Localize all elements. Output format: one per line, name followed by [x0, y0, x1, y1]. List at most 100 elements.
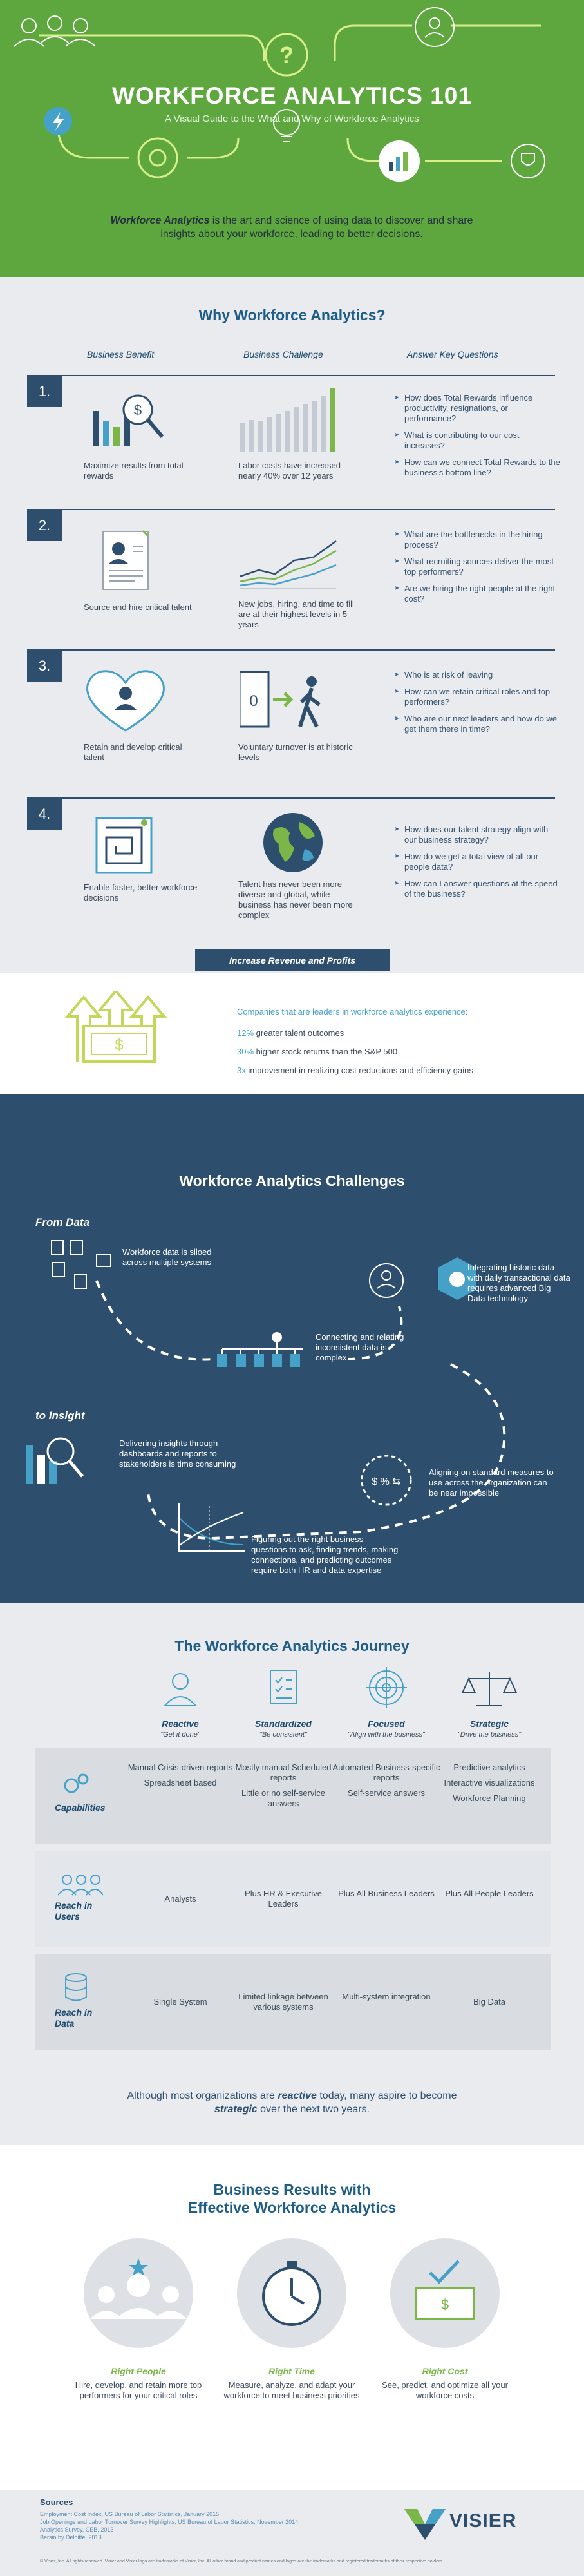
challenges-section: Workforce Analytics Challenges From Data… [0, 1094, 584, 1603]
sources-list: Employment Cost Index, US Bureau of Labo… [40, 2510, 349, 2541]
cell-line: Predictive analytics [453, 1762, 525, 1772]
question-item: How can we connect Total Rewards to the … [394, 457, 561, 478]
summary-part: over the next two years. [257, 2104, 370, 2115]
cell-line: Analysts [164, 1894, 196, 1903]
question-list: Who is at risk of leaving How can we ret… [394, 670, 561, 741]
challenge-item: Integrating historic data with daily tra… [467, 1263, 570, 1303]
result-title: Right Time [268, 2366, 316, 2376]
journey-cell: Big Data [435, 1997, 544, 2012]
question-item: How does Total Rewards influence product… [394, 393, 561, 424]
right-people-icon [84, 2238, 193, 2348]
result-desc: Hire, develop, and retain more top perfo… [75, 2380, 202, 2400]
challenge-text: Talent has never been more diverse and g… [238, 879, 353, 920]
stage-name: Focused [368, 1719, 405, 1729]
challenge-text: New jobs, hiring, and time to fill are a… [238, 599, 354, 629]
results-title-line: Effective Workforce Analytics [187, 2199, 397, 2216]
stage-focused: Focused"Align with the business" [332, 1719, 441, 1739]
source-item: Job Openings and Labor Turnover Survey H… [40, 2519, 299, 2525]
person-leaving-door-icon: 0 [240, 671, 321, 728]
journey-section: The Workforce Analytics Journey Reactive… [0, 1603, 584, 2145]
stat-line: 30% higher stock returns than the S&P 50… [237, 1047, 397, 1056]
cell-line: Multi-system integration [342, 1992, 431, 2001]
stage-standardized: Standardized"Be consistent" [229, 1719, 338, 1739]
cell-line: Mostly manual Scheduled reports [235, 1762, 332, 1782]
journey-summary: Although most organizations are reactive… [0, 2089, 584, 2116]
people-icon [14, 15, 96, 47]
page-title: WORKFORCE ANALYTICS 101 [112, 82, 472, 109]
cell-line: Spreadsheet based [144, 1778, 217, 1788]
col-questions: Answer Key Questions [407, 349, 498, 359]
benefit-text: Source and hire critical talent [84, 602, 192, 612]
source-item: Bersin by Deloitte, 2013 [40, 2534, 102, 2541]
stat-line: 12% greater talent outcomes [237, 1028, 344, 1038]
gear-icon [137, 137, 178, 178]
svg-text:$: $ [441, 2296, 449, 2313]
measures-icon: $ % ⇆ [361, 1455, 412, 1506]
summary-part: Although most organizations are [127, 2090, 278, 2101]
intro-bold: Workforce Analytics [110, 215, 210, 226]
question-list: How does Total Rewards influence product… [394, 393, 561, 484]
resume-icon [102, 530, 149, 590]
stage-name: Strategic [470, 1719, 509, 1729]
maze-icon [95, 817, 153, 874]
intro-rest: is the art and science of using data to … [160, 215, 473, 240]
question-item: How can we retain critical roles and top… [394, 687, 561, 707]
stage-sub: "Be consistent" [259, 1731, 307, 1739]
challenge-text: Labor costs have increased nearly 40% ov… [238, 461, 341, 481]
chart-icon [379, 140, 420, 182]
stage-icons [163, 1667, 518, 1708]
challenge-item: Aligning on standard measures to use acr… [429, 1467, 554, 1498]
to-insight-label: to Insight [35, 1409, 85, 1422]
cell-line: Big Data [473, 1997, 505, 2007]
cell-line: Workforce Planning [453, 1793, 526, 1803]
challenge-item: Delivering insights through dashboards a… [119, 1438, 236, 1469]
cell-line: Little or no self-service answers [241, 1788, 326, 1808]
magnifier-chart-icon: $ [93, 394, 164, 446]
svg-text:$ % ⇆: $ % ⇆ [372, 1476, 400, 1487]
row-label: Reach in Data [55, 2007, 93, 2028]
question-item: What is contributing to our cost increas… [394, 430, 561, 451]
row-divider [27, 649, 555, 651]
stat-value: 12% [237, 1028, 254, 1038]
svg-text:$: $ [134, 402, 142, 418]
intro-text: Workforce Analytics is the art and scien… [99, 214, 485, 241]
why-section: Why Workforce Analytics? Business Benefi… [0, 277, 584, 973]
sources-title: Sources [40, 2497, 73, 2507]
benefit-text: Retain and develop critical talent [84, 742, 182, 762]
journey-title: The Workforce Analytics Journey [174, 1637, 410, 1654]
journey-cell: Multi-system integration [332, 1992, 441, 2007]
question-item: Are we hiring the right people at the ri… [394, 584, 561, 604]
stage-reactive: Reactive"Get it done" [126, 1719, 235, 1739]
challenges-path-illustration: $ % ⇆ [26, 1240, 506, 1552]
cell-line: Plus All Business Leaders [338, 1889, 435, 1898]
database-icon [65, 1973, 87, 2001]
stat-text: higher stock returns than the S&P 500 [254, 1047, 398, 1056]
row-divider [27, 375, 555, 376]
question-icon: ? [265, 33, 308, 77]
target-icon [366, 1667, 407, 1708]
result-title: Right Cost [422, 2366, 468, 2376]
stat-line: 3x improvement in realizing cost reducti… [237, 1065, 473, 1075]
result-title: Right People [111, 2366, 166, 2376]
journey-cell: Plus All Business Leaders [332, 1889, 441, 1904]
cell-line: Limited linkage between various systems [238, 1992, 328, 2012]
stat-value: 30% [237, 1047, 254, 1056]
journey-cell: Analysts [126, 1894, 235, 1909]
page-subtitle: A Visual Guide to the What and Why of Wo… [165, 113, 419, 124]
question-item: Who is at risk of leaving [394, 670, 561, 680]
question-item: How do we get a total view of all our pe… [394, 852, 561, 872]
trophy-icon [511, 144, 545, 178]
question-list: What are the bottlenecks in the hiring p… [394, 530, 561, 611]
challenge-item: Figuring out the right business question… [251, 1534, 399, 1575]
linked-databases-icon [217, 1332, 303, 1367]
heart-person-icon [86, 670, 165, 732]
journey-cell: Single System [126, 1997, 235, 2012]
row-number: 4. [27, 799, 62, 830]
results-icons: $ [84, 2238, 500, 2348]
col-benefit: Business Benefit [87, 349, 155, 359]
cell-line: Self-service answers [348, 1788, 425, 1798]
